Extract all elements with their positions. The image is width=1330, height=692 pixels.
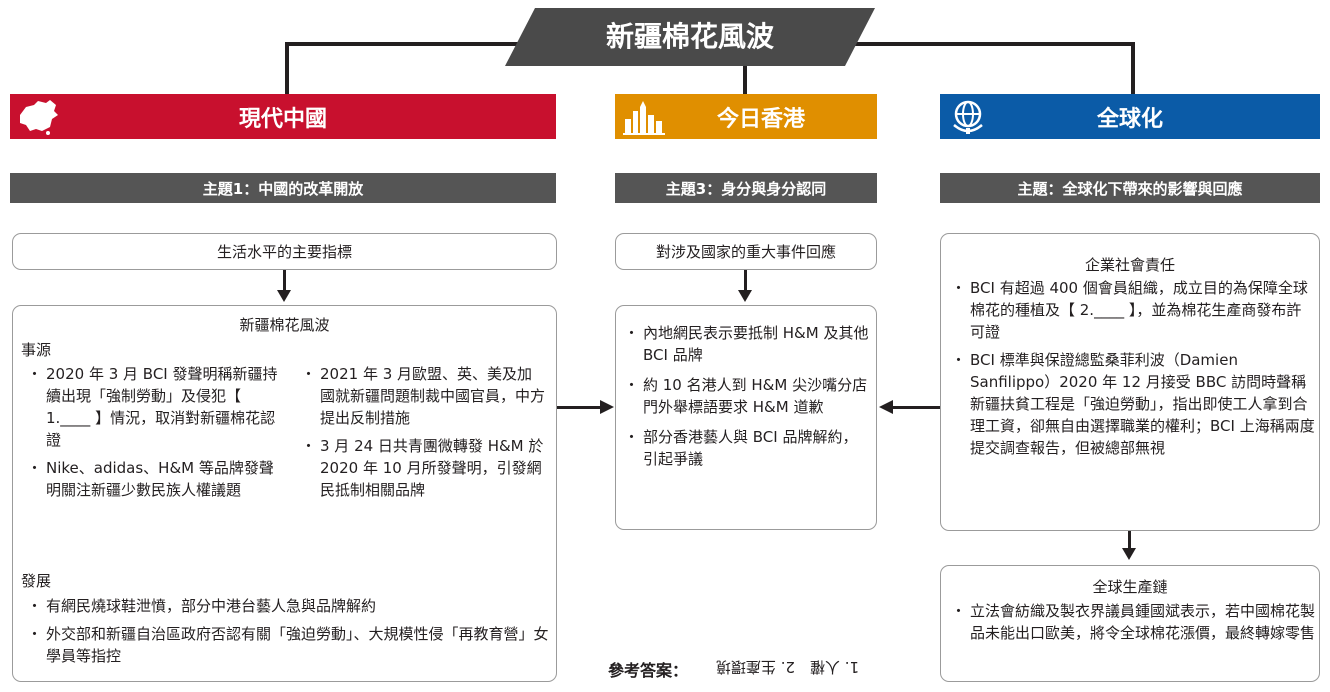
- right-connector-v: [1131, 42, 1135, 94]
- hongkong-theme-bar: 主題3：身分與身分認同: [615, 173, 877, 203]
- list-item: 2021 年 3 月歐盟、英、美及加國就新疆問題制裁中國官員，中方提出反制措施: [301, 363, 545, 429]
- globe-icon: [953, 100, 983, 134]
- china-banner-shape: [10, 94, 556, 139]
- china-topic: 生活水平的主要指標: [216, 243, 352, 261]
- chain-box: 全球生產鏈 立法會紡織及製衣界議員鍾國斌表示，若中國棉花製品未能出口歐美，將令全…: [940, 565, 1320, 682]
- china-title: 現代中國: [238, 106, 327, 132]
- development-label: 發展: [21, 572, 52, 590]
- china-detail-box: 新疆棉花風波 事源 2020 年 3 月 BCI 發聲明稱新疆持續出現「強制勞動…: [12, 305, 557, 682]
- china-to-hk-arrow-stem: [557, 406, 601, 409]
- list-item: 2020 年 3 月 BCI 發聲明稱新疆持續出現「強制勞動」及侵犯【 1.__…: [27, 363, 279, 451]
- list-item: 約 10 名港人到 H&M 尖沙嘴分店門外舉標語要求 H&M 道歉: [624, 374, 870, 418]
- answer-text: 1. 人權 2. 生產環境: [715, 658, 860, 676]
- list-item: 內地網民表示要抵制 H&M 及其他 BCI 品牌: [624, 322, 870, 366]
- main-title-banner: [505, 8, 875, 66]
- global-to-hk-arrow-head: [879, 400, 893, 414]
- china-theme-bar: 主題1：中國的改革開放: [10, 173, 556, 203]
- list-item: 部分香港藝人與 BCI 品牌解約，引起爭議: [624, 426, 870, 470]
- china-to-hk-arrow-head: [600, 400, 614, 414]
- china-banner: 現代中國: [10, 94, 556, 139]
- hk-arrow-stem: [744, 270, 747, 292]
- global-banner: 全球化: [940, 94, 1320, 139]
- hongkong-points-box: 內地網民表示要抵制 H&M 及其他 BCI 品牌 約 10 名港人到 H&M 尖…: [615, 305, 877, 530]
- china-arrow-head: [277, 290, 291, 302]
- global-arrow-head: [1122, 548, 1136, 560]
- skyline-icon: [623, 101, 665, 135]
- csr-box: 企業社會責任 BCI 有超過 400 個會員組織，成立目的為保障全球棉花的種植及…: [940, 233, 1320, 531]
- chain-list: 立法會紡織及製衣界議員鍾國斌表示，若中國棉花製品未能出口歐美，將令全球棉花漲價，…: [951, 600, 1315, 644]
- china-map-icon: [20, 100, 58, 135]
- answer-label: 參考答案：: [608, 661, 689, 680]
- left-connector-v: [285, 42, 289, 94]
- source-right-list: 2021 年 3 月歐盟、英、美及加國就新疆問題制裁中國官員，中方提出反制措施 …: [301, 363, 545, 501]
- hongkong-title: 今日香港: [716, 106, 805, 132]
- global-arrow-stem: [1128, 531, 1131, 550]
- global-title: 全球化: [1096, 106, 1163, 132]
- china-arrow-stem: [283, 270, 286, 292]
- list-item: 3 月 24 日共青團微轉發 H&M 於 2020 年 10 月所發聲明，引發網…: [301, 435, 545, 501]
- csr-heading: 企業社會責任: [1084, 256, 1175, 274]
- development-list: 有網民燒球鞋泄憤，部分中港台藝人急與品牌解約 外交部和新疆自治區政府否認有關「強…: [27, 595, 551, 667]
- csr-list: BCI 有超過 400 個會員組織，成立目的為保障全球棉花的種植及【 2.___…: [951, 277, 1315, 459]
- hongkong-topic: 對涉及國家的重大事件回應: [655, 243, 836, 261]
- china-topic-box: 生活水平的主要指標: [12, 233, 557, 270]
- global-theme-bar: 主題：全球化下帶來的影響與回應: [940, 173, 1320, 203]
- list-item: 立法會紡織及製衣界議員鍾國斌表示，若中國棉花製品未能出口歐美，將令全球棉花漲價，…: [951, 600, 1315, 644]
- hongkong-points-list: 內地網民表示要抵制 H&M 及其他 BCI 品牌 約 10 名港人到 H&M 尖…: [624, 322, 870, 478]
- list-item: 有網民燒球鞋泄憤，部分中港台藝人急與品牌解約: [27, 595, 551, 617]
- global-to-hk-arrow-stem: [892, 406, 940, 409]
- source-left-list: 2020 年 3 月 BCI 發聲明稱新疆持續出現「強制勞動」及侵犯【 1.__…: [27, 363, 279, 501]
- list-item: 外交部和新疆自治區政府否認有關「強迫勞動」、大規模性侵「再教育營」女學員等指控: [27, 623, 551, 667]
- hk-arrow-head: [738, 290, 752, 302]
- middle-connector-v: [743, 60, 747, 94]
- list-item: BCI 有超過 400 個會員組織，成立目的為保障全球棉花的種植及【 2.___…: [951, 277, 1315, 343]
- chain-heading: 全球生產鏈: [1092, 578, 1168, 596]
- list-item: BCI 標準與保證總監桑菲利波（Damien Sanfilippo）2020 年…: [951, 349, 1315, 459]
- list-item: Nike、adidas、H&M 等品牌發聲明關注新疆少數民族人權議題: [27, 457, 279, 501]
- source-label: 事源: [21, 341, 52, 359]
- main-title: 新疆棉花風波: [605, 20, 774, 53]
- hongkong-topic-box: 對涉及國家的重大事件回應: [615, 233, 877, 270]
- hongkong-banner: 今日香港: [615, 94, 877, 139]
- china-detail-heading: 新疆棉花風波: [239, 316, 330, 334]
